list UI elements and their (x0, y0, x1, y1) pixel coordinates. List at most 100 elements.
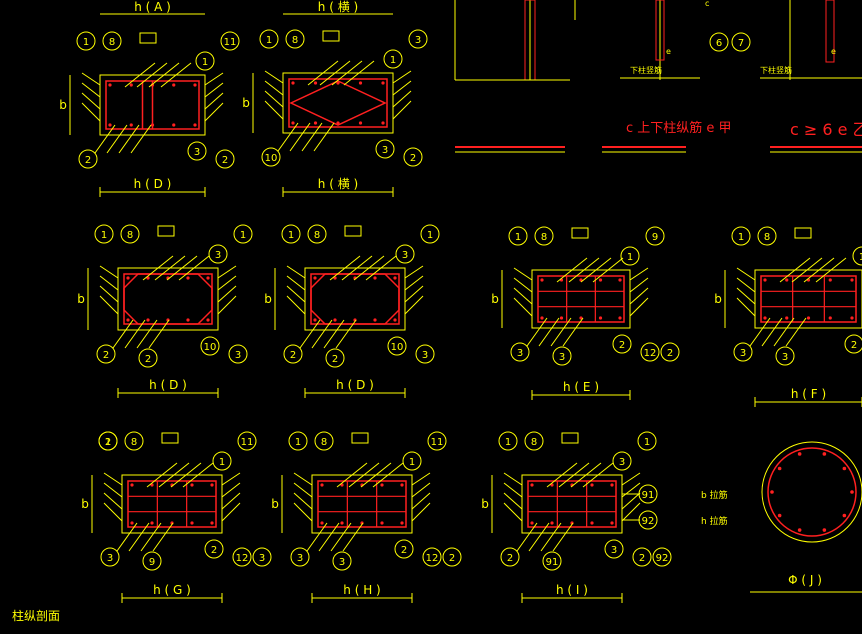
marker-2: 2 (851, 340, 857, 351)
section-outline (754, 269, 862, 329)
marker-12: 12 (426, 553, 439, 564)
marker-6: 6 (716, 38, 722, 49)
leader-line (526, 317, 548, 347)
stirrup (537, 275, 625, 323)
marker-2: 2 (619, 340, 625, 351)
marker-8: 8 (127, 230, 133, 241)
marker-circle (620, 246, 640, 266)
marker-9: 9 (652, 232, 658, 243)
fan-line (286, 265, 306, 279)
leader-line (749, 317, 771, 347)
fan-line (513, 287, 533, 305)
marker-8: 8 (314, 230, 320, 241)
leader-line (538, 317, 560, 347)
marker-circle (731, 226, 751, 246)
leader-line (582, 462, 614, 488)
marker-2: 2 (85, 155, 91, 166)
leader-line (528, 522, 550, 552)
rebar-dot (598, 316, 603, 320)
marker-circle (332, 551, 352, 571)
rebar-dot (785, 316, 789, 320)
marker-circle (757, 226, 777, 246)
leader-line (170, 462, 202, 488)
marker-11: 11 (241, 437, 254, 448)
marker-circle (604, 539, 624, 559)
rebar-dot (190, 483, 194, 487)
fan-line (736, 287, 756, 305)
marker-circle (220, 31, 240, 51)
dimension-label-bottom: Φ ( J ) (788, 573, 822, 587)
fan-line (513, 297, 533, 317)
marker-2: 2 (667, 348, 673, 359)
rebar-dot (129, 123, 133, 127)
rebar-dot (797, 528, 802, 532)
rebar-dot (130, 521, 134, 525)
leader-line (331, 60, 363, 86)
fan-line (81, 72, 101, 86)
leader-line (112, 319, 134, 349)
marker-circle (124, 431, 144, 451)
rebar-dot (850, 490, 854, 494)
fan-line (81, 92, 101, 110)
rebar-dot (380, 483, 384, 487)
stirrup (123, 273, 213, 325)
marker-circle (524, 431, 544, 451)
fan-line (629, 297, 649, 317)
rebar-dot (550, 521, 554, 525)
marker-circle (394, 539, 414, 559)
leader-line (353, 255, 385, 281)
section-outline (311, 474, 413, 534)
leader-line (550, 317, 572, 347)
marker-1: 1 (240, 230, 246, 241)
leader-line (516, 522, 538, 552)
dimension-label-top: h ( 横 ) (318, 0, 358, 14)
marker-12: 12 (644, 348, 657, 359)
fan-line (736, 277, 756, 293)
rebar-dot (618, 278, 622, 282)
leader-line (154, 255, 186, 281)
marker-3: 3 (559, 352, 565, 363)
elevation-bar (825, 0, 835, 63)
bar-tag (344, 225, 362, 237)
circular-stirrup (767, 447, 857, 537)
fan-line (264, 80, 284, 96)
marker-circle (508, 226, 528, 246)
marker-circle (383, 49, 403, 69)
marker-8: 8 (764, 232, 770, 243)
leader-line (343, 60, 375, 86)
rebar-dot (129, 83, 133, 87)
marker-circle (640, 342, 660, 362)
rebar-dot (172, 83, 176, 87)
marker-3: 3 (339, 557, 345, 568)
marker-3: 3 (194, 147, 200, 158)
lower-col-right-label: 下柱竖筋 (760, 66, 792, 75)
fan-line (286, 285, 306, 303)
dimension-label-side: b (81, 497, 89, 511)
fan-line (513, 277, 533, 293)
octagon-tie (310, 273, 400, 325)
fan-line (629, 267, 649, 281)
bar-tag (571, 227, 589, 239)
marker-circle (709, 32, 729, 52)
marker-3: 3 (611, 545, 617, 556)
fan-line (204, 82, 224, 98)
rebar-dot (126, 318, 130, 322)
marker-2: 2 (332, 354, 338, 365)
marker-circle (290, 547, 310, 567)
fan-line (217, 285, 237, 303)
marker-circle (102, 31, 122, 51)
hook-label-b: b 拉筋 (701, 491, 728, 501)
marker-circle (542, 551, 562, 571)
fan-line (99, 265, 119, 279)
marker-circle (775, 346, 795, 366)
leader-line (773, 317, 795, 347)
dimension-label-bottom: h ( D ) (134, 177, 172, 191)
rebar-dot (806, 316, 811, 320)
leader-line (313, 122, 335, 152)
leader-line (330, 522, 352, 552)
marker-11: 11 (224, 37, 237, 48)
marker-circle (204, 539, 224, 559)
marker-3: 3 (235, 350, 241, 361)
marker-circle (76, 31, 96, 51)
marker-8: 8 (321, 437, 327, 448)
